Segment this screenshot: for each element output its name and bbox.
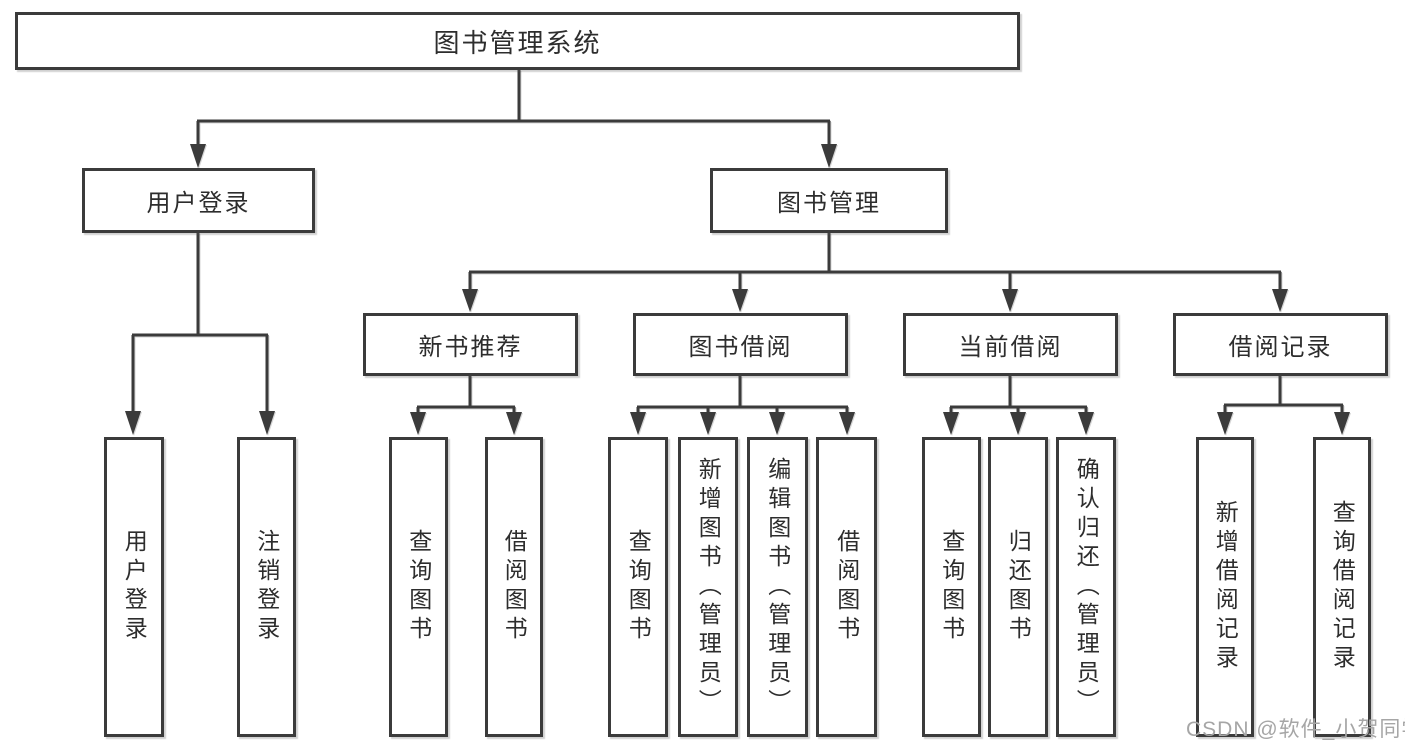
arrowhead-icon bbox=[410, 412, 426, 435]
arrowhead-icon bbox=[1002, 289, 1018, 312]
leaf-query-books-current: 查询图书 bbox=[922, 437, 981, 737]
node-new-book-recommend: 新书推荐 bbox=[363, 313, 578, 376]
leaf-borrow-books-recommend: 借阅图书 bbox=[485, 437, 543, 737]
arrowhead-icon bbox=[1272, 289, 1288, 312]
watermark: CSDN @软件_小贺同学 bbox=[1186, 718, 1405, 741]
arrowheads bbox=[125, 144, 1350, 435]
arrowhead-icon bbox=[125, 411, 141, 435]
leaf-query-books-borrow: 查询图书 bbox=[608, 437, 668, 737]
leaf-query-books-recommend: 查询图书 bbox=[389, 437, 448, 737]
node-borrow-records: 借阅记录 bbox=[1173, 313, 1388, 376]
connector-borrow-record-branch bbox=[1223, 376, 1344, 413]
arrowhead-icon bbox=[700, 412, 716, 435]
node-user-login: 用户登录 bbox=[82, 168, 315, 233]
arrowhead-icon bbox=[769, 412, 785, 435]
arrowhead-icon bbox=[943, 412, 959, 435]
leaf-logout: 注销登录 bbox=[237, 437, 296, 737]
leaf-add-books-admin: 新增图书（管理员） bbox=[678, 437, 738, 737]
leaf-query-borrow-record: 查询借阅记录 bbox=[1313, 437, 1371, 737]
arrowhead-icon bbox=[839, 412, 855, 435]
connector-root-to-level2 bbox=[196, 70, 831, 145]
node-book-management: 图书管理 bbox=[710, 168, 948, 233]
leaf-add-borrow-record: 新增借阅记录 bbox=[1196, 437, 1254, 737]
node-current-borrow: 当前借阅 bbox=[903, 313, 1118, 376]
arrowhead-icon bbox=[630, 412, 646, 435]
connector-book-management-branch bbox=[468, 233, 1282, 290]
arrowhead-icon bbox=[190, 144, 206, 168]
node-library-management-system: 图书管理系统 bbox=[15, 12, 1020, 70]
connector-book-borrow-branch bbox=[636, 376, 849, 413]
arrowhead-icon bbox=[732, 289, 748, 312]
arrowhead-icon bbox=[1078, 412, 1094, 435]
arrowhead-icon bbox=[821, 144, 837, 168]
connector-new-book-branch bbox=[416, 376, 516, 413]
leaf-return-books: 归还图书 bbox=[988, 437, 1048, 737]
connector-user-login-branch bbox=[131, 233, 269, 412]
leaf-borrow-books: 借阅图书 bbox=[816, 437, 877, 737]
leaf-user-login: 用户登录 bbox=[104, 437, 164, 737]
leaf-confirm-return-admin: 确认归还（管理员） bbox=[1056, 437, 1116, 737]
node-book-borrow: 图书借阅 bbox=[633, 313, 848, 376]
arrowhead-icon bbox=[506, 412, 522, 435]
leaf-edit-books-admin: 编辑图书（管理员） bbox=[747, 437, 808, 737]
arrowhead-icon bbox=[462, 289, 478, 312]
arrowhead-icon bbox=[1334, 412, 1350, 435]
arrowhead-icon bbox=[1010, 412, 1026, 435]
arrowhead-icon bbox=[259, 411, 275, 435]
connector-current-borrow-branch bbox=[949, 376, 1088, 413]
arrowhead-icon bbox=[1217, 412, 1233, 435]
